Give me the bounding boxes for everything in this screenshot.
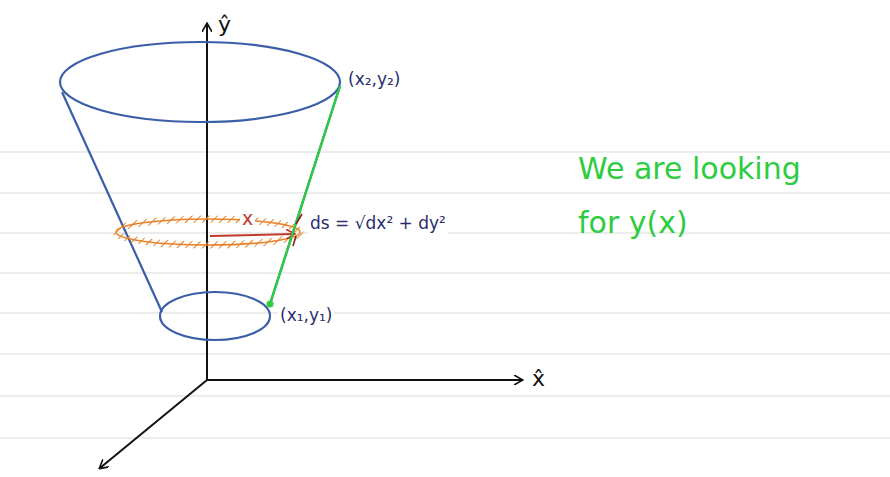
arc-length-formula: ds = √dx² + dy²: [308, 214, 448, 234]
ds-marker: [293, 214, 302, 246]
endpoint-dot: [267, 301, 274, 308]
note: We are looking for y(x): [576, 142, 850, 250]
surface-band: [116, 219, 300, 245]
point-label: (x₁,y₁): [278, 306, 334, 326]
axes: [100, 24, 522, 468]
axis-label: ŷ: [216, 12, 233, 37]
generatrix-line: [270, 86, 340, 304]
radius-arrow: [210, 234, 294, 236]
funnel-outline: [60, 42, 340, 340]
axis-label: x̂: [530, 366, 547, 391]
ruled-lines: [0, 152, 890, 438]
point-label: (x₂,y₂): [346, 70, 402, 90]
radius-label: x: [240, 208, 255, 230]
